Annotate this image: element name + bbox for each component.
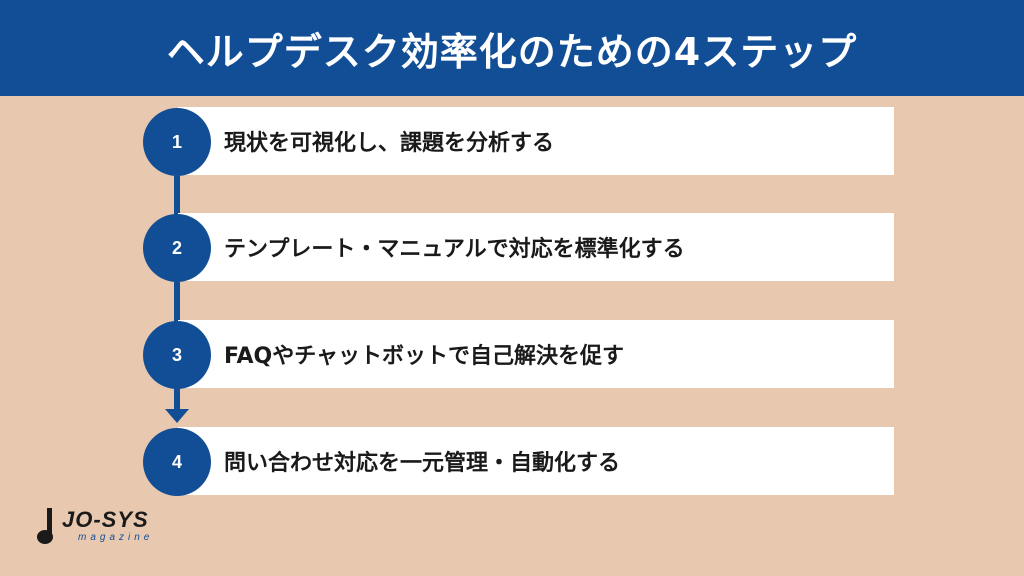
step-card-1: 現状を可視化し、課題を分析する bbox=[178, 107, 894, 175]
logo-sub-text: magazine bbox=[78, 532, 154, 543]
logo-brand-text: JO-SYS bbox=[62, 507, 149, 532]
connector-line bbox=[174, 176, 180, 218]
step-card-4: 問い合わせ対応を一元管理・自動化する bbox=[178, 427, 894, 495]
title-banner: ヘルプデスク効率化のための4ステップ bbox=[0, 0, 1024, 96]
step-text: 問い合わせ対応を一元管理・自動化する bbox=[224, 451, 621, 476]
music-note-icon bbox=[37, 508, 53, 544]
step-number-badge: 3 bbox=[143, 321, 211, 389]
step-text: 現状を可視化し、課題を分析する bbox=[224, 131, 555, 156]
connector-line bbox=[174, 388, 180, 412]
brand-logo: JO-SYS magazine bbox=[36, 506, 153, 546]
step-text: FAQやチャットボットで自己解決を促す bbox=[224, 344, 625, 369]
step-card-3: FAQやチャットボットで自己解決を促す bbox=[178, 320, 894, 388]
step-text: テンプレート・マニュアルで対応を標準化する bbox=[224, 237, 685, 262]
step-number-badge: 4 bbox=[143, 428, 211, 496]
page-title: ヘルプデスク効率化のための4ステップ bbox=[166, 29, 858, 74]
step-card-2: テンプレート・マニュアルで対応を標準化する bbox=[178, 213, 894, 281]
step-number-badge: 1 bbox=[143, 108, 211, 176]
arrow-down-icon bbox=[165, 409, 189, 423]
step-number-badge: 2 bbox=[143, 214, 211, 282]
connector-line bbox=[174, 282, 180, 324]
